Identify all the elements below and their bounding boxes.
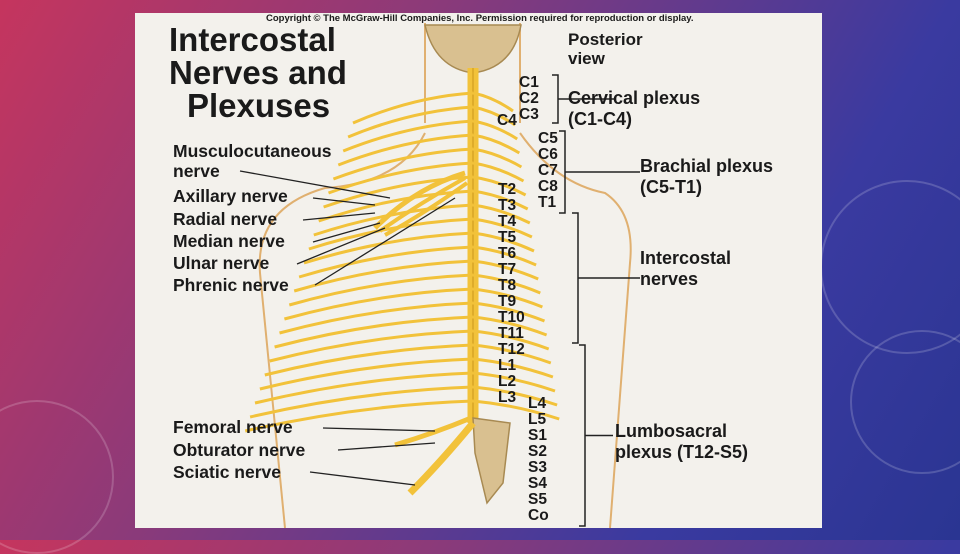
diagram-panel: Copyright © The McGraw-Hill Companies, I… — [135, 13, 822, 528]
intercostal-nerve-branch — [472, 315, 548, 337]
intercostal-nerve-branch — [472, 133, 521, 155]
label-ulnar-nerve: Ulnar nerve — [173, 253, 270, 273]
label-median-nerve: Median nerve — [173, 231, 285, 251]
intercostal-nerve-branch — [472, 385, 558, 407]
spine-illustration — [239, 23, 640, 528]
intercostal-nerve-branch — [318, 189, 474, 223]
intercostal-nerve-branch — [472, 357, 554, 379]
leader-line — [296, 227, 386, 265]
intercostal-nerve-branch — [472, 91, 514, 113]
intercostal-nerve-branch — [472, 273, 541, 295]
label-brachial-plexus: Brachial plexus (C5-T1) — [640, 156, 774, 197]
intercostal-nerve-branch — [303, 231, 474, 265]
intercostal-nerve-branch — [274, 315, 474, 349]
intercostal-nerve-branch — [472, 189, 529, 211]
background-ring-decoration — [0, 400, 114, 554]
arm-nerve-bundle — [384, 181, 469, 237]
plexus-bracket — [572, 212, 640, 344]
intercostal-nerve-branch — [352, 91, 474, 125]
label-obturator-nerve: Obturator nerve — [173, 440, 306, 460]
intercostal-nerve-branch — [472, 343, 552, 365]
label-musculocutaneous-nerve: Musculocutaneous nerve — [173, 141, 332, 181]
leader-line — [312, 222, 381, 243]
intercostal-nerve-branch — [337, 133, 474, 167]
intercostal-nerve-branch — [259, 357, 474, 391]
leader-line — [314, 197, 456, 286]
intercostal-nerve-branch — [472, 245, 537, 267]
segment-group-t2-l3: T2 T3 T4 T5 T6 T7 T8 T9 T10 T11 T12 L1 L… — [498, 181, 525, 406]
intercostal-nerve-branch — [308, 217, 474, 251]
leader-line — [239, 170, 391, 199]
plexus-bracket — [552, 74, 615, 124]
body-outline — [258, 132, 426, 528]
label-axillary-nerve: Axillary nerve — [173, 186, 288, 206]
intercostal-nerve-branch — [472, 329, 550, 351]
intercostal-nerve-branch — [264, 343, 474, 377]
leader-line — [309, 471, 416, 486]
intercostal-nerve-branch — [472, 105, 516, 127]
label-leader-lines — [239, 170, 456, 486]
intercostal-nerve-branch — [347, 105, 474, 139]
title-line: Nerves and — [169, 54, 347, 91]
diagram-title: Intercostal Nerves and Plexuses — [169, 23, 347, 122]
intercostal-nerve-branch — [342, 119, 474, 153]
plexus-brackets — [552, 74, 640, 527]
intercostal-nerve-branch — [279, 301, 474, 335]
background-ring-decoration — [820, 180, 960, 354]
leader-line — [337, 442, 436, 451]
intercostal-nerve-branch — [472, 161, 525, 183]
plexus-bracket — [559, 130, 640, 214]
intercostal-nerve-branch — [327, 161, 474, 195]
intercostal-nerve-branch — [298, 245, 474, 279]
segment-group-c1-c3: C1 C2 C3 — [519, 74, 539, 123]
intercostal-nerve-branch — [472, 217, 533, 239]
label-radial-nerve: Radial nerve — [173, 209, 278, 229]
intercostal-nerve-branch — [472, 287, 543, 309]
intercostal-nerve-branch — [472, 147, 523, 169]
intercostal-nerve-branch — [472, 259, 539, 281]
background-ring-decoration — [850, 330, 960, 474]
segment-c4: C4 — [497, 112, 517, 129]
label-lumbosacral-plexus: Lumbosacral plexus (T12-S5) — [615, 421, 749, 462]
label-phrenic-nerve: Phrenic nerve — [173, 275, 289, 295]
arm-nerve-bundle — [378, 176, 466, 233]
intercostal-nerve-branch — [332, 147, 474, 181]
arm-nerve-bundle — [373, 170, 466, 230]
segment-group-l4-co: L4 L5 S1 S2 S3 S4 S5 Co — [528, 395, 549, 524]
intercostal-nerve-branch — [472, 203, 531, 225]
intercostal-nerves — [244, 91, 560, 433]
intercostal-nerve-branch — [249, 385, 474, 419]
intercostal-nerve-branch — [244, 399, 474, 433]
intercostal-nerve-branch — [472, 231, 535, 253]
intercostal-nerve-branch — [284, 287, 474, 321]
intercostal-nerve-branch — [472, 301, 546, 323]
segment-group-c5-t1: C5 C6 C7 C8 T1 — [538, 130, 558, 211]
label-cervical-plexus: Cervical plexus (C1-C4) — [568, 88, 701, 129]
intercostal-nerve-branch — [288, 273, 474, 307]
body-outline — [519, 132, 632, 528]
label-intercostal-nerves: Intercostal nerves — [640, 248, 732, 289]
sacrum — [472, 417, 511, 505]
intercostal-nerve-branch — [269, 329, 474, 363]
view-label: Posterior view — [568, 30, 643, 68]
intercostal-nerve-branch — [472, 371, 556, 393]
title-line: Intercostal — [169, 21, 336, 58]
plexus-bracket — [579, 344, 613, 527]
label-sciatic-nerve: Sciatic nerve — [173, 462, 281, 482]
leader-line — [302, 212, 376, 221]
intercostal-nerve-branch — [313, 203, 474, 237]
intercostal-nerve-branch — [472, 119, 519, 141]
leader-line — [312, 197, 376, 206]
intercostal-nerve-branch — [472, 175, 527, 197]
title-line: Plexuses — [187, 87, 331, 124]
leader-line — [322, 427, 436, 432]
copyright-notice: Copyright © The McGraw-Hill Companies, I… — [266, 13, 694, 24]
intercostal-nerve-branch — [254, 371, 474, 405]
leg-nerve — [407, 420, 476, 496]
skull-base — [424, 24, 522, 74]
intercostal-nerve-branch — [472, 399, 560, 421]
label-femoral-nerve: Femoral nerve — [173, 417, 293, 437]
leg-nerve — [394, 415, 472, 448]
